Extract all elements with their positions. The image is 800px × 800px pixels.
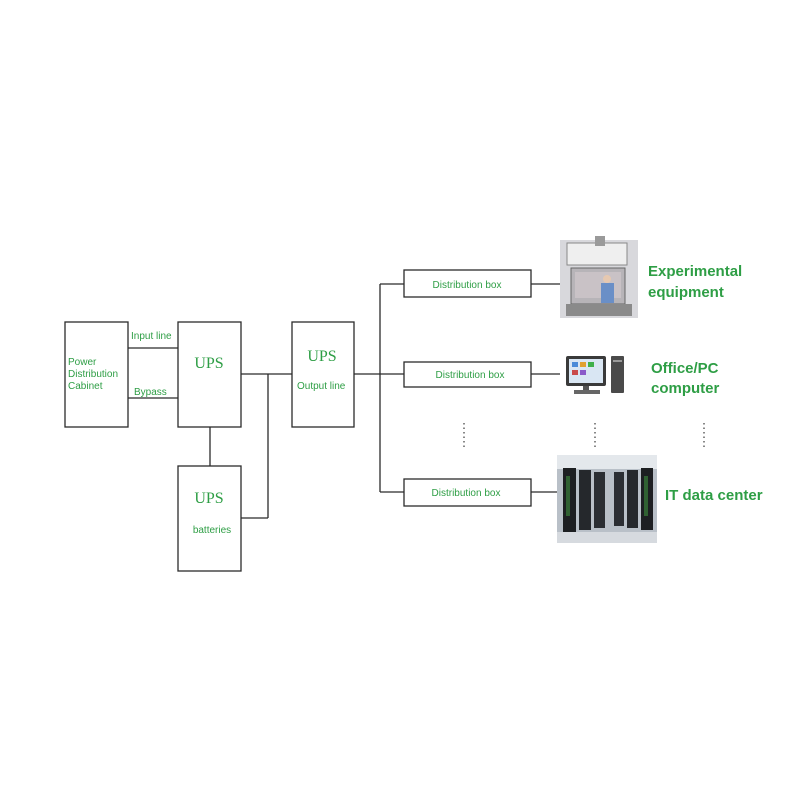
- load-label-experimental: Experimental: [648, 263, 742, 280]
- input-line-label: Input line: [131, 331, 172, 342]
- ups-output: UPS Output line: [291, 321, 355, 428]
- ups-batteries: UPS batteries: [177, 465, 242, 572]
- distribution-box-label: Distribution box: [433, 280, 502, 291]
- distribution-box-1: Distribution box: [403, 269, 532, 298]
- output-line-label: Output line: [297, 381, 346, 392]
- distribution-box-3: Distribution box: [403, 478, 532, 507]
- distribution-box-label: Distribution box: [432, 488, 501, 499]
- load-label-computer: computer: [651, 380, 720, 397]
- ups-main: UPS: [177, 321, 242, 428]
- load-label-it-data-center: IT data center: [665, 487, 763, 504]
- ups-batteries-title: UPS: [194, 490, 223, 507]
- ups-output-label: UPS: [307, 348, 336, 365]
- ups-main-label: UPS: [194, 355, 223, 372]
- batteries-label: batteries: [193, 525, 231, 536]
- load-label-office-pc: Office/PC: [651, 360, 719, 377]
- server-room-photo: [557, 455, 657, 543]
- distribution-box-2: Distribution box: [403, 361, 532, 388]
- pdc-label-line2: Distribution: [68, 369, 118, 380]
- wires: [128, 283, 560, 519]
- distribution-box-label: Distribution box: [436, 370, 505, 381]
- lab-equipment-photo: [560, 236, 638, 318]
- bypass-label: Bypass: [134, 387, 167, 398]
- pdc-label-line3: Cabinet: [68, 381, 103, 392]
- load-label-equipment: equipment: [648, 284, 724, 301]
- power-distribution-cabinet: Power Distribution Cabinet: [64, 321, 129, 428]
- pdc-label-line1: Power: [68, 357, 97, 368]
- desktop-computer-photo: [566, 356, 624, 394]
